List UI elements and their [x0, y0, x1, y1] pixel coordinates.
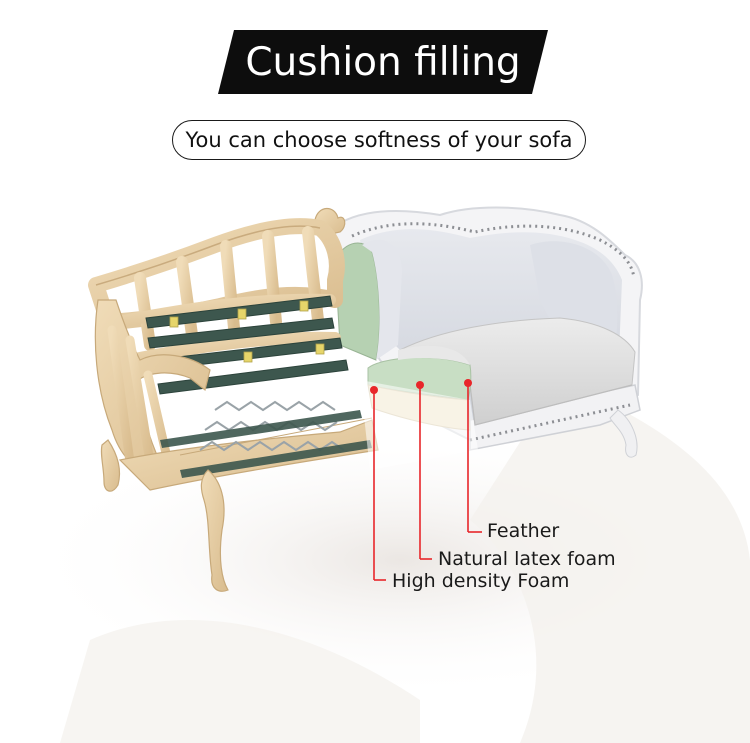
callout-dot-feather [464, 379, 472, 387]
feather-layer [398, 345, 470, 365]
sofa-leg-right [609, 409, 638, 458]
seat-cushion [398, 317, 636, 426]
cut-plane [360, 380, 478, 470]
callout-dot-latex [416, 381, 424, 389]
back-latex-layer [334, 242, 380, 361]
sofa-leg-left-front [200, 469, 229, 592]
title-banner: Cushion filling [218, 30, 548, 100]
callout-dot-foam [370, 386, 378, 394]
background-fabric [470, 380, 750, 743]
page-title: Cushion filling [245, 39, 521, 85]
label-natural-latex-foam: Natural latex foam [438, 548, 616, 570]
subtitle-pill: You can choose softness of your sofa [172, 120, 586, 160]
label-feather: Feather [487, 520, 560, 542]
sofa-leg-left-back [100, 439, 121, 492]
label-high-density-foam: High density Foam [392, 570, 570, 592]
callout-lines [373, 383, 482, 581]
